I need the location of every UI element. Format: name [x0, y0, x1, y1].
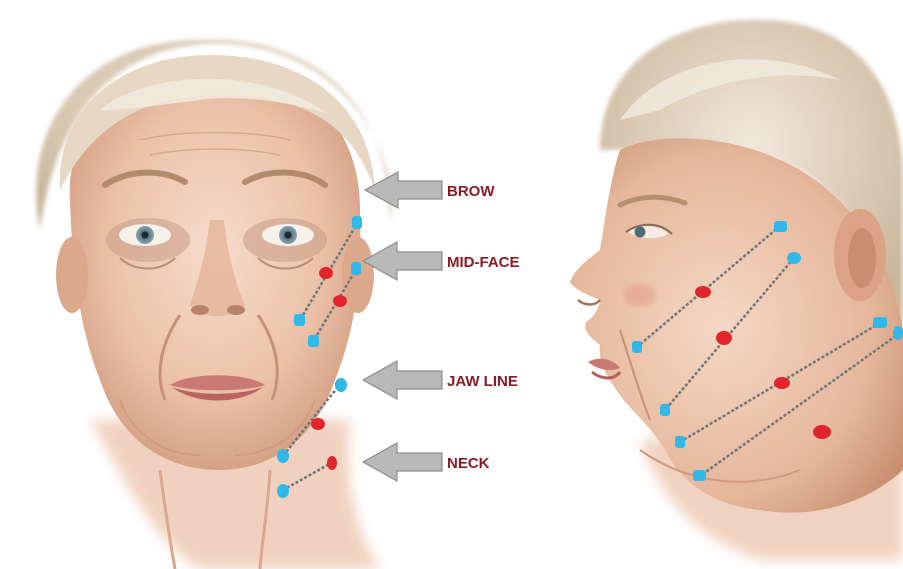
- blue-anchor-dot: [277, 449, 289, 463]
- label-mid-face: MID-FACE: [447, 254, 520, 271]
- arrow-brow: BROW: [365, 172, 495, 208]
- blue-anchor-dot: [335, 378, 347, 392]
- profile-face-illustration: [570, 20, 903, 560]
- red-anchor-dot: [774, 377, 790, 389]
- blue-anchor-dot: [787, 252, 801, 264]
- arrow-mid-face: MID-FACE: [363, 242, 520, 280]
- blue-anchor-dot: [893, 326, 903, 340]
- red-anchor-dot: [695, 286, 711, 298]
- label-brow: BROW: [447, 183, 495, 200]
- left-pointing-arrow-icon: [363, 242, 442, 280]
- label-neck: NECK: [447, 455, 490, 472]
- blue-anchor-dot: [351, 262, 361, 275]
- blue-anchor-dot: [873, 317, 887, 328]
- blue-anchor-dot: [660, 404, 670, 416]
- blue-anchor-dot: [294, 314, 305, 326]
- red-anchor-dot: [327, 456, 337, 470]
- arrow-neck: NECK: [363, 443, 490, 481]
- left-pointing-arrow-icon: [363, 443, 442, 481]
- red-anchor-dot: [333, 295, 347, 307]
- red-anchor-dot: [813, 425, 831, 439]
- arrow-jaw-line: JAW LINE: [363, 361, 518, 399]
- blue-anchor-dot: [277, 484, 289, 498]
- blue-anchor-dot: [632, 341, 642, 353]
- blue-anchor-dot: [774, 221, 787, 232]
- left-pointing-arrow-icon: [363, 361, 442, 399]
- blue-anchor-dot: [308, 335, 319, 347]
- left-pointing-arrow-icon: [365, 172, 442, 208]
- red-anchor-dot: [319, 267, 333, 279]
- blue-anchor-dot: [352, 216, 362, 229]
- blue-anchor-dot: [693, 470, 706, 481]
- red-anchor-dot: [716, 331, 732, 345]
- label-jaw-line: JAW LINE: [447, 373, 518, 390]
- red-anchor-dot: [311, 418, 325, 430]
- blue-anchor-dot: [675, 436, 685, 448]
- label-arrows: BROW MID-FACE JAW LINE NECK: [363, 172, 520, 481]
